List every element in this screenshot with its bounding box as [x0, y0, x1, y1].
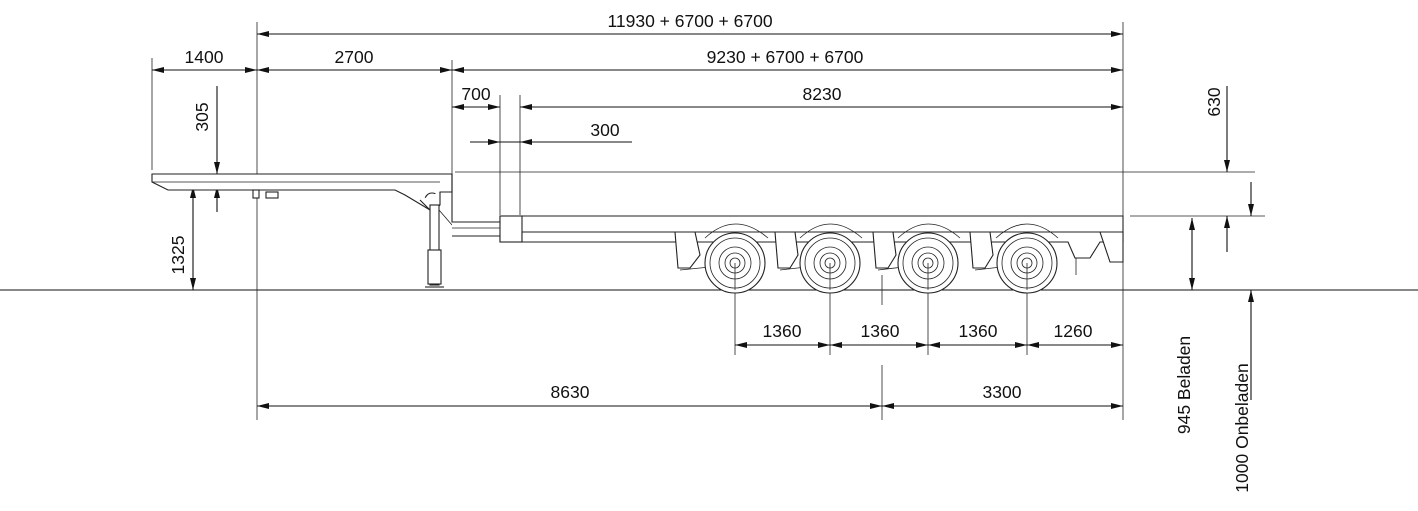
landing-leg: [429, 204, 440, 286]
wheel-2: [799, 232, 861, 294]
wheel-3: [897, 232, 959, 294]
label-height-unloaded: 1000 Onbeladen: [1232, 363, 1252, 492]
label-front-overhang: 1400: [185, 47, 224, 67]
label-rear-overhang: 1260: [1054, 321, 1093, 341]
dimension-lines: [152, 31, 1254, 409]
wheel-1: [704, 232, 766, 294]
wheel-4: [996, 232, 1058, 294]
label-overall-length: 11930 + 6700 + 6700: [607, 11, 772, 31]
label-300: 300: [590, 120, 619, 140]
label-8230: 8230: [803, 84, 842, 104]
label-deck-length: 9230 + 6700 + 6700: [707, 47, 864, 67]
label-axle-3: 1360: [959, 321, 998, 341]
label-305: 305: [192, 102, 212, 131]
label-700: 700: [461, 84, 490, 104]
label-1325: 1325: [168, 236, 188, 275]
dimension-labels: 11930 + 6700 + 6700 1400 2700 9230 + 670…: [168, 11, 1252, 493]
wheels: [704, 232, 1058, 294]
label-axle-1: 1360: [763, 321, 802, 341]
label-630: 630: [1204, 87, 1224, 116]
label-8630: 8630: [551, 382, 590, 402]
label-gooseneck-length: 2700: [335, 47, 374, 67]
king-pin: [252, 189, 260, 199]
label-axle-2: 1360: [861, 321, 900, 341]
label-height-loaded: 945 Beladen: [1174, 336, 1194, 434]
label-3300: 3300: [983, 382, 1022, 402]
gooseneck: [151, 173, 453, 211]
trailer-body: [151, 173, 1124, 288]
